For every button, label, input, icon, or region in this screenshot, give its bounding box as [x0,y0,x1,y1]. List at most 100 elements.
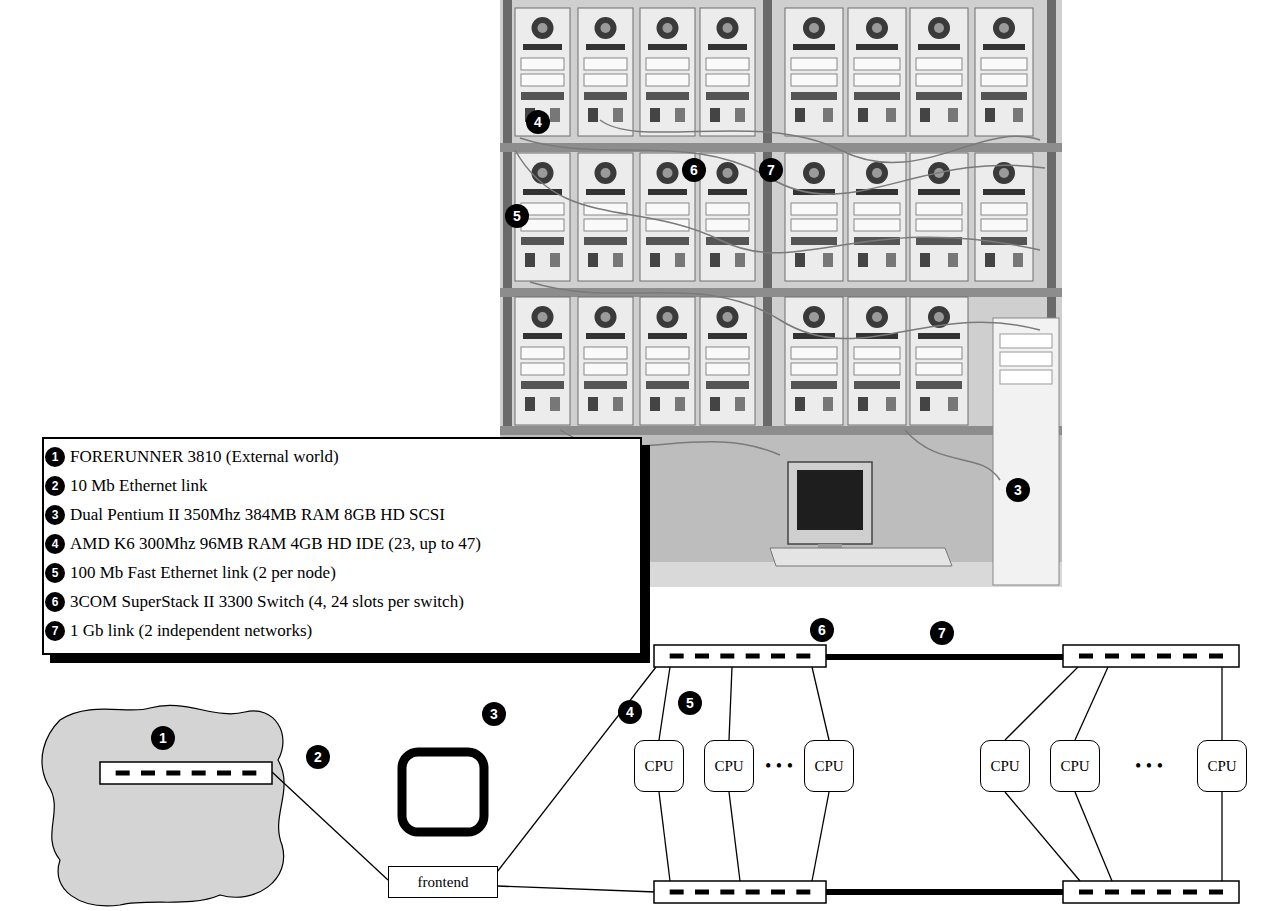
pc-tower [578,8,633,136]
fast-ethernet-link [659,792,670,881]
switch-port [1131,654,1145,659]
callout-number: 7 [759,158,783,182]
drive-bay [854,74,900,86]
fan [928,17,950,39]
tower-case [910,297,968,425]
fast-ethernet-link [729,667,732,740]
fast-ethernet-link [1075,792,1112,881]
slot-cover [646,381,689,389]
switch-port [1157,890,1171,895]
fan-hub [999,23,1009,33]
fan [595,17,617,39]
drive-bay [646,363,689,375]
port [588,253,598,267]
switch-port [746,654,760,659]
switch-body [1063,645,1239,667]
switch-port [116,771,130,776]
drive-bay [521,363,564,375]
cpu-box: CPU [1050,740,1100,792]
switch-body [654,881,826,903]
drive-bay [646,58,689,70]
drive-bay [646,74,689,86]
fast-ethernet-link [729,792,740,881]
port [920,397,930,411]
slot-cover [521,381,564,389]
node-label: CPU [1207,758,1236,775]
cpu-box: CPU [634,740,684,792]
legend-text: AMD K6 300Mhz 96MB RAM 4GB HD IDE (23, u… [70,534,481,554]
port [920,253,930,267]
callout-number: 3 [1006,478,1030,502]
pc-tower [848,8,906,136]
legend-text: FORERUNNER 3810 (External world) [70,447,339,467]
drive-bay [706,74,749,86]
port [650,108,660,122]
connector-panel [586,189,625,195]
drive-bay [981,74,1027,86]
rack-shelf [500,426,1062,435]
slot-cover [916,381,962,389]
tower-case [848,297,906,425]
slot-cover [854,92,900,100]
cpu-box: CPU [804,740,854,792]
drive-bay [916,58,962,70]
drive-bay [646,347,689,359]
connector-panel [648,44,687,50]
fan-hub [872,312,882,322]
fan [595,162,617,184]
port [550,108,560,122]
port [886,397,896,411]
callout-number: 5 [678,691,702,715]
pc-tower [975,8,1033,136]
port [886,253,896,267]
tower-case [848,153,906,281]
node-label: CPU [714,758,743,775]
legend-text: 100 Mb Fast Ethernet link (2 per node) [70,563,336,583]
switch-port [1157,654,1171,659]
switch-port [166,771,180,776]
switch-body [100,762,272,784]
port [675,397,685,411]
drive-bay [521,347,564,359]
drive-bay [706,347,749,359]
port [985,253,995,267]
switch-body [654,645,826,667]
tower-case [848,8,906,136]
port [823,397,833,411]
fan-hub [934,23,944,33]
callout-number: 6 [45,592,65,612]
fast-ethernet-link [497,667,656,872]
slot-cover [981,92,1027,100]
switch-port [1105,890,1119,895]
port [948,397,958,411]
fan-hub [538,168,548,178]
callout-number: 4 [45,534,65,554]
switch-port [1079,654,1093,659]
switch-port [1079,890,1093,895]
drive-bay [981,219,1027,231]
rack-shelf [500,143,1062,152]
tower-case [578,297,633,425]
pc-tower [515,8,570,136]
fan-hub [872,23,882,33]
fan [532,162,554,184]
port [613,108,623,122]
drive-bay [916,347,962,359]
switch-port [1183,654,1197,659]
pc-tower [515,297,570,425]
callout-number: 1 [45,447,65,467]
port [858,108,868,122]
fast-ethernet-link [812,667,829,740]
fan [717,306,739,328]
port [710,108,720,122]
fan [866,162,888,184]
connector-panel [523,333,562,339]
connector-panel [523,189,562,195]
fan-hub [809,168,819,178]
connector-panel [918,189,960,195]
switch [1063,645,1239,667]
port [886,108,896,122]
legend-text: Dual Pentium II 350Mhz 384MB RAM 8GB HD … [70,505,445,525]
fan [657,162,679,184]
slot-cover [521,237,564,245]
